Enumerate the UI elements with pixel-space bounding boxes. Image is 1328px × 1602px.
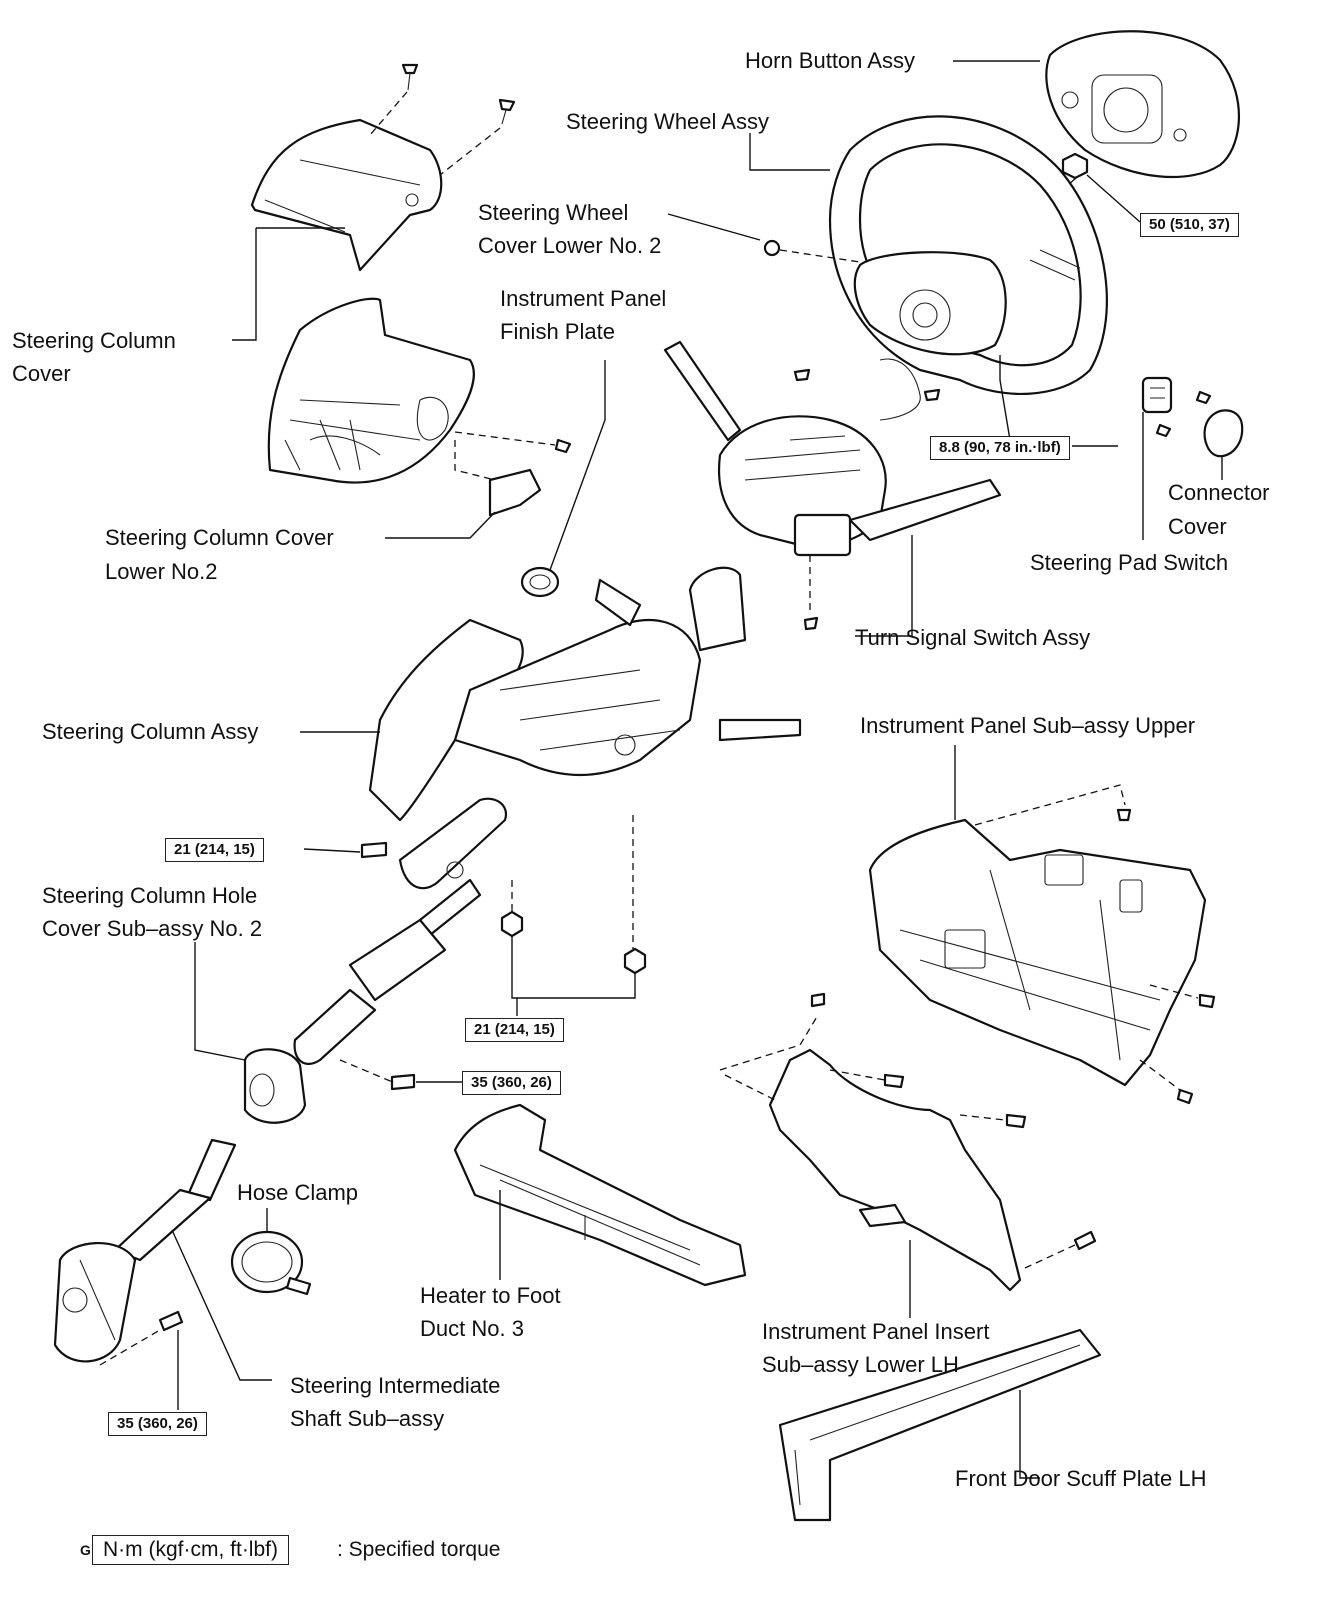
label-finish-plate-2: Finish Plate [500, 319, 615, 344]
torque-wheel: 8.8 (90, 78 in.·lbf) [930, 436, 1070, 460]
front-door-scuff-plate [778, 1328, 1102, 1522]
torque-intermediate: 35 (360, 26) [108, 1412, 207, 1436]
label-panel-insert-2: Sub–assy Lower LH [762, 1352, 959, 1377]
turn-signal-switch-assy [663, 340, 1002, 557]
label-steering-wheel-assy: Steering Wheel Assy [566, 109, 769, 134]
instrument-panel-insert-lower [768, 1048, 1022, 1292]
screw-icon [401, 63, 516, 125]
bolt-icon [158, 1310, 184, 1332]
label-wheel-cover-lower-1: Steering Wheel [478, 200, 629, 225]
steering-pad-switch [1141, 376, 1173, 414]
horn-button-assy [1045, 30, 1240, 179]
label-steering-pad-switch: Steering Pad Switch [1030, 550, 1229, 575]
label-horn-button-assy: Horn Button Assy [745, 48, 915, 73]
steering-intermediate-shaft [53, 1138, 237, 1363]
label-scuff-plate: Front Door Scuff Plate LH [955, 1466, 1207, 1491]
steering-wheel-assy [828, 115, 1108, 396]
torque-horn: 50 (510, 37) [1140, 213, 1239, 237]
label-intermediate-1: Steering Intermediate [290, 1373, 501, 1398]
label-hole-cover-1: Steering Column Hole [42, 883, 258, 908]
instrument-panel-sub-assy-upper [868, 818, 1207, 1087]
label-column-cover-2: Cover [12, 361, 71, 386]
bolt-icon [360, 841, 388, 859]
label-hose-clamp: Hose Clamp [237, 1180, 359, 1205]
steering-column-cover-lower [267, 297, 475, 484]
bolt-icon [883, 1073, 1097, 1251]
label-heater-duct-1: Heater to Foot [420, 1283, 561, 1308]
screw-icon [763, 239, 781, 257]
instrument-panel-finish-plate [520, 566, 560, 598]
label-column-cover-lower-1: Steering Column Cover [105, 525, 334, 550]
label-column-cover-1: Steering Column [12, 328, 176, 353]
screw-icon [810, 808, 1216, 1105]
nut-icon [500, 910, 647, 975]
label-panel-insert-1: Instrument Panel Insert [762, 1319, 990, 1344]
label-panel-upper: Instrument Panel Sub–assy Upper [860, 713, 1196, 738]
label-column-cover-lower-2: Lower No.2 [105, 559, 218, 584]
screw-icon [793, 368, 941, 631]
torque-hole-cover: 35 (360, 26) [462, 1071, 561, 1095]
label-connector-cover-1: Connector [1168, 480, 1270, 505]
legend-text: : Specified torque [337, 1538, 501, 1561]
legend-unit-box: N·m (kgf·cm, ft·lbf) [92, 1535, 289, 1565]
label-connector-cover-2: Cover [1168, 514, 1227, 539]
nut-icon [1061, 152, 1089, 180]
steering-column-cover-lower-no2 [488, 468, 542, 517]
label-steering-column-assy: Steering Column Assy [42, 719, 259, 744]
steering-column-cover-upper [250, 118, 443, 272]
connector-cover [1203, 409, 1244, 458]
label-intermediate-2: Shaft Sub–assy [290, 1406, 445, 1431]
label-wheel-cover-lower-2: Cover Lower No. 2 [478, 233, 662, 258]
hose-clamp [230, 1230, 312, 1296]
label-finish-plate-1: Instrument Panel [500, 286, 667, 311]
torque-column-lower: 21 (214, 15) [465, 1018, 564, 1042]
steering-column-hole-cover [243, 1048, 307, 1124]
label-heater-duct-2: Duct No. 3 [420, 1316, 524, 1341]
label-hole-cover-2: Cover Sub–assy No. 2 [42, 916, 263, 941]
label-turn-signal-switch: Turn Signal Switch Assy [855, 625, 1091, 650]
bolt-icon [390, 1073, 416, 1091]
steering-column-assy [293, 566, 802, 1065]
heater-to-foot-duct [453, 1103, 747, 1287]
torque-column-upper: 21 (214, 15) [165, 838, 264, 862]
legend-marker: G [80, 1542, 91, 1558]
